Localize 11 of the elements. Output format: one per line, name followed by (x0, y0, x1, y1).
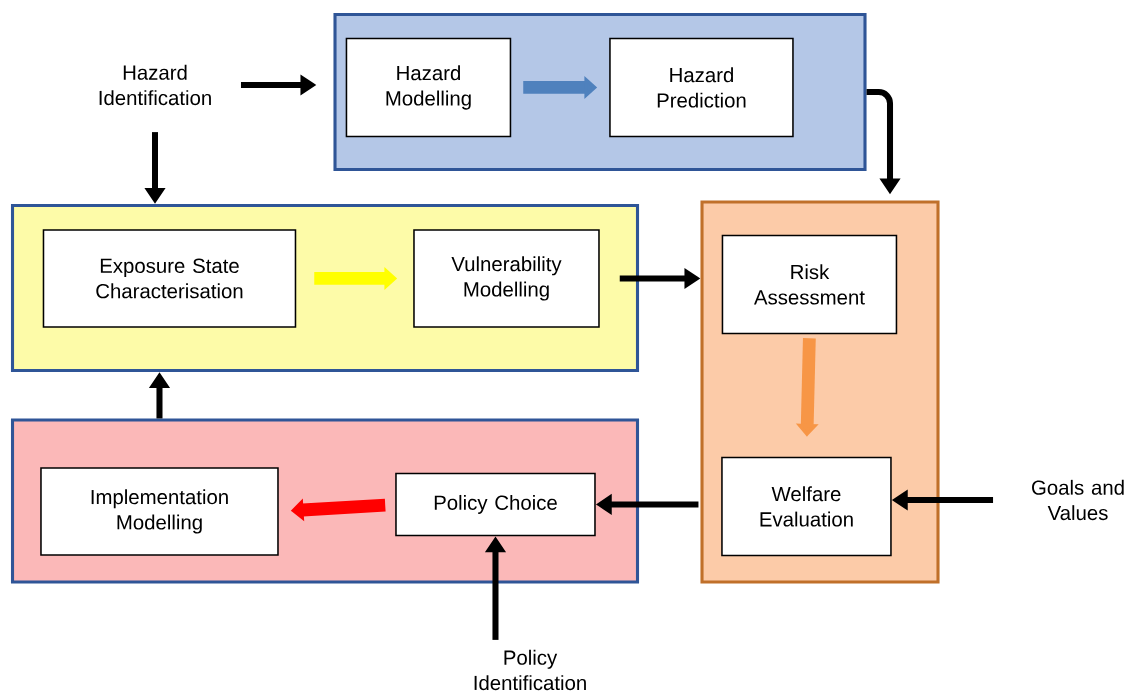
process-box: Welfare Evaluation (721, 456, 892, 557)
input-label: Hazard Identification (99, 64, 211, 106)
process-box: Implementation Modelling (40, 467, 279, 556)
process-box: Policy Choice (395, 472, 596, 537)
input-label: Policy Identification (474, 649, 586, 691)
process-box: Risk Assessment (721, 234, 898, 335)
process-box: Hazard Prediction (609, 37, 794, 138)
process-box: Hazard Modelling (345, 37, 512, 138)
process-box: Exposure State Characterisation (42, 229, 297, 328)
process-box: Vulnerability Modelling (413, 229, 600, 328)
input-label: Goals and Values (1032, 479, 1124, 521)
